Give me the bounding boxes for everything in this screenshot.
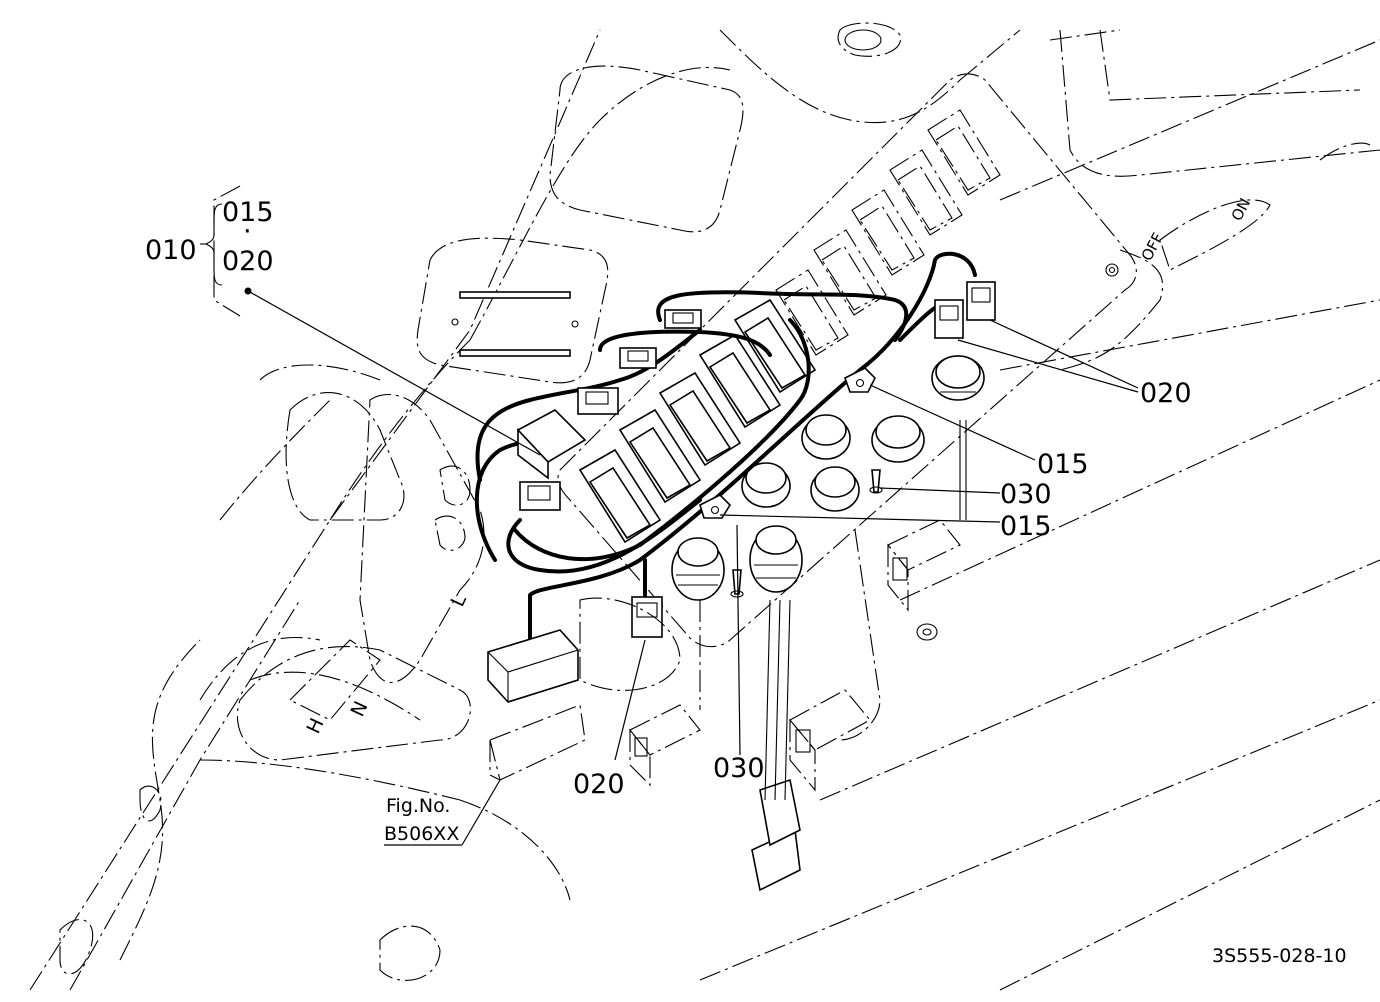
connector-top-1 <box>664 309 702 329</box>
lower-connectors <box>489 420 967 892</box>
rocker-switch-row-upper <box>775 109 1001 356</box>
knob-1 <box>931 355 985 401</box>
connector-top-2 <box>619 347 657 369</box>
gear-n-label: N <box>347 698 373 720</box>
knob-2 <box>871 415 925 463</box>
knob-7 <box>749 525 803 593</box>
group-child-b-label: 020 <box>222 246 274 277</box>
connector-bottom <box>631 596 663 638</box>
connector-left-low <box>519 481 561 511</box>
group-child-a-label: 015 <box>222 197 274 228</box>
instrument-panel <box>557 73 1137 648</box>
gear-l-label: L <box>447 591 472 610</box>
clamps-and-screws <box>699 367 883 598</box>
part-group-bracket <box>200 185 252 317</box>
connectors <box>487 281 996 703</box>
connector-mid <box>577 387 619 415</box>
gear-h-label: H <box>303 715 329 737</box>
callout-015-upper: 015 <box>1037 449 1089 480</box>
connector-right-1 <box>934 299 964 339</box>
upper-panel <box>416 22 902 384</box>
callout-020-right: 020 <box>1140 378 1192 409</box>
knob-6 <box>671 537 725 601</box>
callout-030-bottom: 030 <box>713 753 765 784</box>
harness-main-block <box>487 629 579 703</box>
gear-lever <box>236 392 681 761</box>
callout-020-bottom: 020 <box>573 769 625 800</box>
knob-5 <box>810 466 860 512</box>
callout-030-right: 030 <box>1000 479 1052 510</box>
tractor-console-outline <box>29 29 1380 991</box>
connector-big-left <box>516 409 587 480</box>
rocker-switch-row-lower <box>578 298 817 544</box>
group-parent-label: 010 <box>145 235 197 266</box>
control-knobs <box>671 355 985 601</box>
leader-lines <box>247 290 1139 846</box>
group-separator: · <box>243 216 252 247</box>
knob-3 <box>801 414 851 460</box>
callout-labels: 010 015 · 020 020 015 030 015 020 030 Fi… <box>145 195 1347 967</box>
figref-line2: B506XX <box>384 823 459 845</box>
callout-015-lower: 015 <box>1000 511 1052 542</box>
drawing-id: 3S555-028-10 <box>1212 945 1347 967</box>
connector-right-2 <box>966 281 996 321</box>
figref-line1: Fig.No. <box>386 795 450 817</box>
switch-on-label: ON <box>1228 195 1255 224</box>
knob-4 <box>741 462 791 508</box>
